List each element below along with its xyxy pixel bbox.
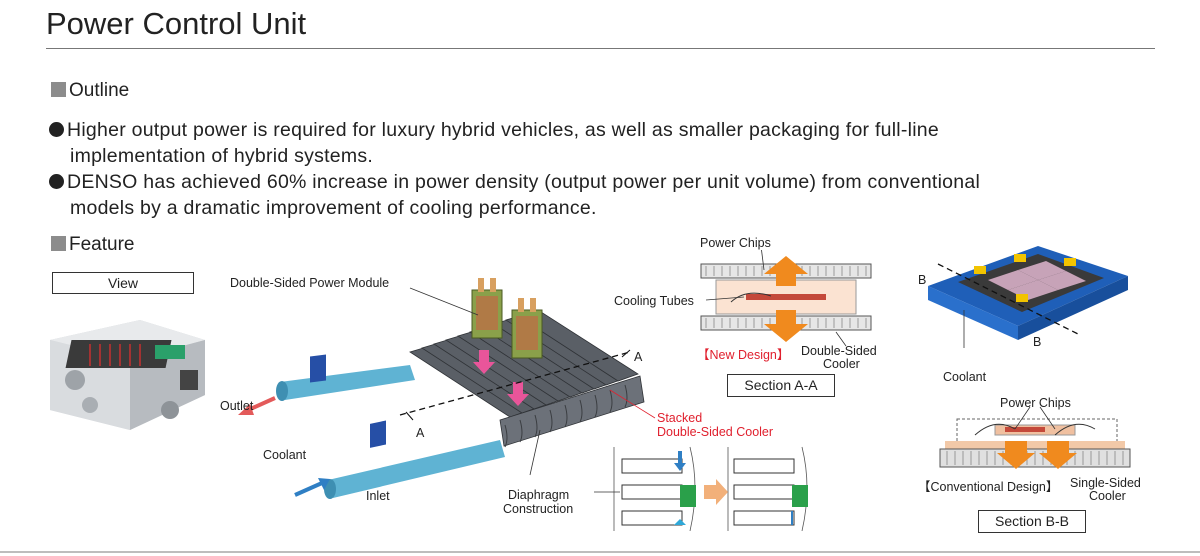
- outline-bullet-2: DENSO has achieved 60% increase in power…: [49, 169, 1169, 221]
- press-arrow-up: [674, 519, 686, 525]
- heat-arrow-up: [764, 256, 808, 286]
- feature-heading-text: Feature: [69, 234, 135, 255]
- diaphragm-green-after: [792, 485, 808, 507]
- section-tick-a1: [405, 411, 414, 421]
- bottom-divider: [0, 551, 1200, 553]
- outlet-pipe: [276, 354, 415, 401]
- outline-heading-text: Outline: [69, 80, 130, 101]
- conventional-module-photo: [928, 246, 1128, 348]
- bb-label-marker-b2: B: [1033, 335, 1042, 349]
- bb-label-coolant: Coolant: [943, 370, 987, 384]
- insert-arrows: [473, 350, 529, 406]
- label-coolant: Coolant: [263, 448, 307, 462]
- outlet-arrow: [238, 396, 276, 415]
- section-cut-line-b: [937, 263, 1079, 335]
- pcu-product-photo: [50, 320, 205, 430]
- inlet-pipe: [324, 420, 505, 499]
- bb-label-power-chips: Power Chips: [1000, 396, 1071, 410]
- section-bb-diagram: [939, 406, 1131, 469]
- power-chip-bb: [1005, 427, 1045, 432]
- bullet-2-line-1: DENSO has achieved 60% increase in power…: [67, 171, 981, 193]
- label-double-sided-power-module: Double-Sided Power Module: [230, 276, 390, 290]
- stack-side: [499, 375, 645, 447]
- bullet-2-line-2: models by a dramatic improvement of cool…: [70, 197, 597, 219]
- transition-arrow: [704, 479, 728, 505]
- diaphragm-detail-diagram: [594, 446, 808, 531]
- round-bullet-icon: [49, 122, 64, 137]
- bb-label-single-sided: Single-Sided: [1070, 476, 1141, 490]
- square-bullet-icon: [51, 236, 66, 251]
- bb-label-cooler: Cooler: [1089, 489, 1126, 503]
- press-arrow-down: [674, 451, 686, 471]
- label-double-sided-cooler: Double-Sided Cooler: [657, 425, 774, 439]
- outline-heading: Outline: [51, 80, 129, 102]
- power-chip-aa: [746, 294, 826, 300]
- view-label: View: [52, 272, 194, 294]
- stacked-cooler-diagram: [238, 278, 656, 499]
- power-module-cards: [471, 278, 543, 359]
- aa-label-new-design: 【New Design】: [697, 348, 790, 362]
- label-inlet: Inlet: [366, 489, 390, 503]
- page-title: Power Control Unit: [46, 6, 307, 41]
- heat-arrow-bb1: [997, 441, 1035, 469]
- inlet-arrow: [294, 478, 330, 497]
- section-aa-diagram: [700, 250, 872, 347]
- label-diaphragm: Diaphragm: [508, 488, 570, 502]
- section-bb-caption: Section B-B: [978, 510, 1086, 533]
- outline-bullet-1: Higher output power is required for luxu…: [49, 117, 1169, 169]
- aa-label-cooling-tubes: Cooling Tubes: [614, 294, 694, 308]
- label-outlet: Outlet: [220, 399, 254, 413]
- heat-arrow-bb2: [1039, 441, 1077, 469]
- bb-label-conventional-design: 【Conventional Design】: [918, 480, 1059, 494]
- bb-label-marker-b1: B: [918, 273, 927, 287]
- section-aa-caption: Section A-A: [727, 374, 835, 397]
- label-section-marker-a1: A: [416, 426, 425, 440]
- title-divider: [46, 48, 1155, 49]
- label-section-marker-a2: A: [634, 350, 643, 364]
- feature-heading: Feature: [51, 234, 134, 256]
- heat-arrow-down: [764, 310, 808, 342]
- round-bullet-icon: [49, 174, 64, 189]
- diaphragm-green-before: [680, 485, 696, 507]
- label-construction: Construction: [503, 502, 574, 516]
- aa-label-cooler: Cooler: [823, 357, 860, 371]
- section-tick-a2: [621, 349, 631, 358]
- bullet-1-line-2: implementation of hybrid systems.: [70, 145, 374, 167]
- label-stacked: Stacked: [657, 411, 703, 425]
- aa-label-double-sided: Double-Sided: [801, 344, 877, 358]
- aa-label-power-chips: Power Chips: [700, 236, 771, 250]
- square-bullet-icon: [51, 82, 66, 97]
- bullet-1-line-1: Higher output power is required for luxu…: [67, 119, 939, 141]
